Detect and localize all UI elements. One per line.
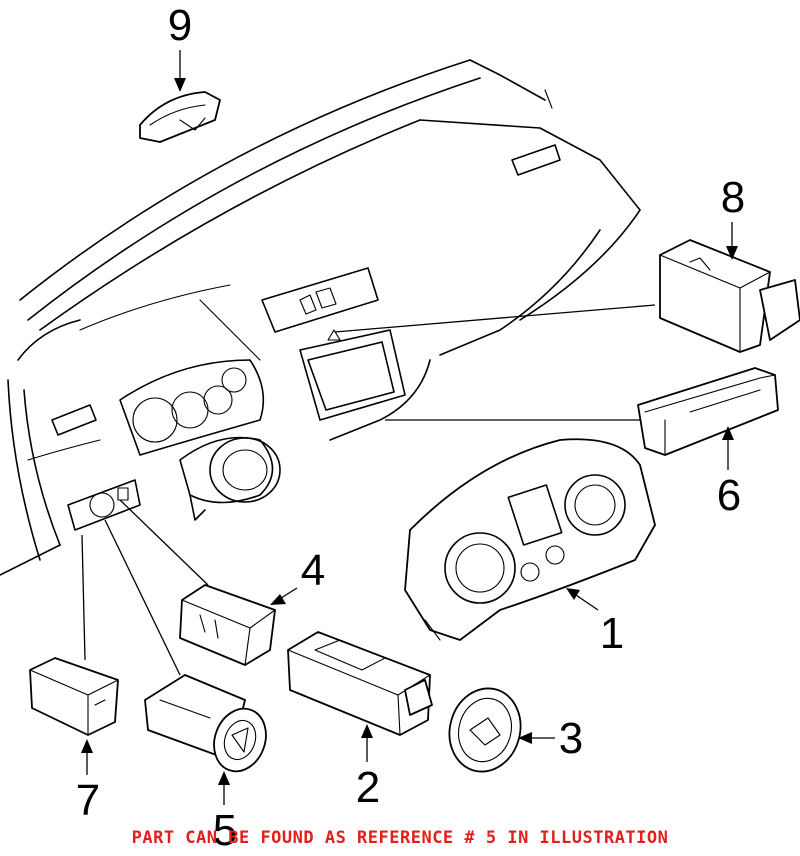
callout-8: 8 — [721, 173, 745, 222]
part-9-switch — [139, 91, 221, 143]
part-3-switch-knob — [448, 687, 522, 773]
callout-2: 2 — [356, 763, 380, 812]
part-7-switch — [29, 657, 119, 736]
part-2-module — [287, 631, 433, 736]
part-5-headlight-switch — [144, 674, 267, 773]
dashboard-outline — [0, 59, 641, 576]
callout-5: 5 — [213, 806, 237, 855]
part-6-switch-panel — [637, 367, 779, 456]
leader-lines — [81, 304, 656, 676]
callout-4: 4 — [301, 546, 325, 595]
callout-7: 7 — [76, 776, 100, 825]
callout-6: 6 — [717, 471, 741, 520]
part-4-switch — [179, 584, 276, 666]
callout-3: 3 — [559, 714, 583, 763]
part-1-instrument-cluster — [404, 438, 656, 641]
callout-arrows — [81, 50, 738, 805]
callout-9: 9 — [168, 1, 192, 50]
reference-note: PART CAN BE FOUND AS REFERENCE # 5 IN IL… — [131, 828, 669, 848]
part-8-switch — [659, 239, 800, 353]
callout-1: 1 — [600, 609, 624, 658]
